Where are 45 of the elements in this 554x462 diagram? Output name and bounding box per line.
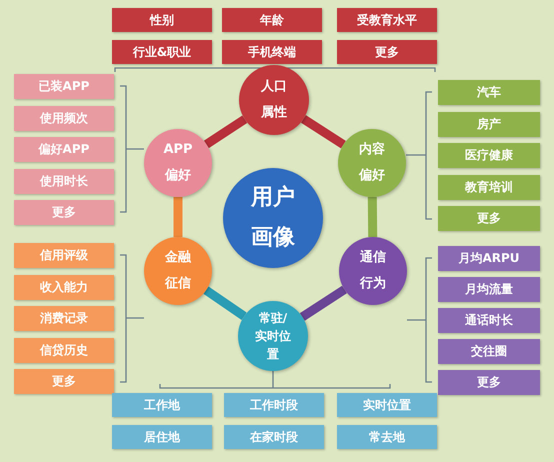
- tag-box: 更多: [438, 206, 540, 231]
- tag-box: 教育培训: [438, 174, 540, 200]
- tag-box: 信用评级: [14, 243, 114, 268]
- tag-box: 性别: [112, 8, 212, 32]
- tag-box: 通话时长: [438, 308, 540, 333]
- tag-box: 信贷历史: [14, 338, 114, 362]
- connector: [368, 196, 378, 238]
- tag-box: 常去地: [337, 425, 437, 449]
- connector: [301, 115, 346, 148]
- category-circle: 人口属性: [239, 65, 309, 135]
- category-circle: 金融征信: [144, 237, 212, 305]
- tag-box: 工作地: [112, 393, 212, 417]
- tag-box: 更多: [14, 200, 114, 225]
- tag-box: 收入能力: [14, 274, 114, 300]
- tag-box: 使用时长: [14, 168, 114, 194]
- tag-box: 更多: [438, 370, 540, 395]
- connector: [300, 286, 347, 321]
- category-circle: 常驻/实时位置: [238, 301, 308, 371]
- tag-box: 更多: [14, 369, 114, 394]
- tag-box: 交往圈: [438, 339, 540, 364]
- tag-box: 受教育水平: [337, 8, 437, 32]
- tag-box: 在家时段: [224, 425, 324, 449]
- tag-box: 工作时段: [224, 393, 324, 417]
- connector: [204, 115, 248, 148]
- tag-box: 使用频次: [14, 106, 114, 130]
- tag-box: 年龄: [222, 8, 322, 32]
- category-circle: 用户画像: [223, 168, 323, 268]
- tag-box: 医疗健康: [438, 143, 540, 168]
- tag-box: 月均ARPU: [438, 246, 540, 271]
- tag-box: 更多: [337, 40, 437, 64]
- connector: [204, 286, 247, 320]
- category-circle: 内容偏好: [338, 129, 406, 197]
- category-circle: 通信行为: [339, 237, 407, 305]
- tag-box: 消费记录: [14, 306, 114, 331]
- tag-box: 行业&职业: [112, 40, 212, 64]
- tag-box: 手机终端: [222, 40, 322, 64]
- tag-box: 居住地: [112, 425, 212, 449]
- category-circle: APP偏好: [144, 129, 212, 197]
- tag-box: 月均流量: [438, 277, 540, 302]
- tag-box: 已装APP: [14, 74, 114, 99]
- tag-box: 实时位置: [337, 393, 437, 417]
- tag-box: 偏好APP: [14, 137, 114, 162]
- tag-box: 汽车: [438, 80, 540, 105]
- connector: [174, 197, 182, 237]
- tag-box: 房产: [438, 112, 540, 136]
